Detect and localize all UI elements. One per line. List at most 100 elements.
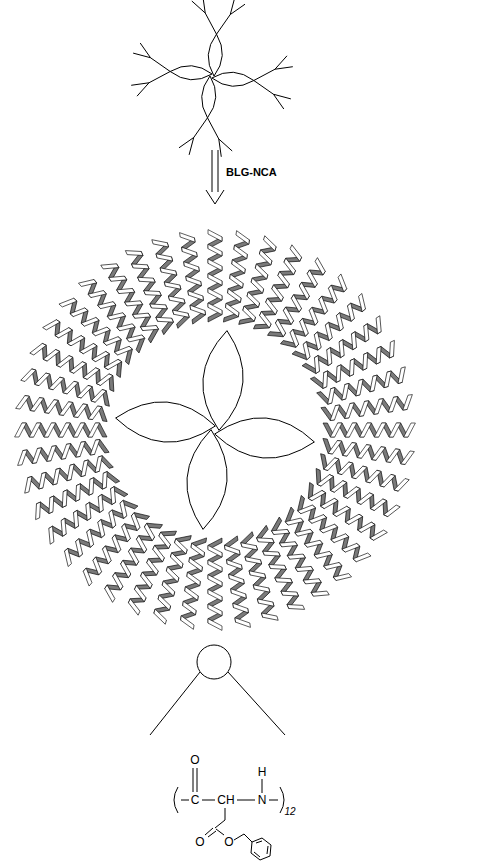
helix-front (35, 472, 50, 489)
helix-front (80, 340, 97, 358)
helix-front (81, 313, 99, 331)
helix-front (125, 295, 143, 312)
helix-front (74, 403, 88, 419)
helix-front (59, 401, 73, 417)
helix-front (104, 486, 121, 504)
helix-front (281, 258, 299, 274)
dendrimer-branch (254, 69, 275, 80)
helix-front (184, 587, 200, 601)
dendrimer-branch (219, 139, 222, 157)
helix-front (311, 258, 329, 275)
helix-front (114, 341, 132, 359)
helix-front (370, 316, 387, 334)
formula-atom: N (258, 794, 267, 806)
helix-front (324, 285, 342, 303)
helix-front (394, 367, 409, 384)
helix-front (29, 423, 41, 437)
helix-front (249, 278, 266, 293)
helix-front (333, 274, 351, 292)
dendrimer-branch (203, 0, 206, 13)
helix-front (311, 585, 329, 602)
helix-front (321, 347, 338, 365)
dendrimer-branch (207, 118, 218, 139)
helix-front (16, 450, 30, 466)
helix-front (83, 478, 99, 496)
helix-front (208, 545, 222, 557)
helix-front (295, 318, 313, 336)
helix-front (156, 532, 174, 548)
helix-front (144, 285, 162, 301)
alpha-helix (292, 293, 371, 364)
helix-front (352, 464, 367, 481)
helix-front (168, 553, 185, 568)
helix-front (304, 307, 322, 325)
dendrimer-branch (149, 71, 170, 82)
helix-front (208, 575, 222, 587)
helix-front (188, 289, 204, 303)
helix-front (343, 442, 357, 458)
helix-front (59, 444, 73, 460)
helix-front (357, 444, 371, 460)
helix-front (30, 340, 46, 358)
helix-front (131, 585, 149, 601)
helix-front (49, 468, 64, 485)
helix-front (70, 359, 86, 377)
helix-front (156, 595, 173, 610)
helix-front (63, 464, 78, 481)
helix-front (78, 568, 96, 586)
alpha-helix (30, 468, 120, 519)
helix-front (357, 490, 373, 508)
helix-front (109, 270, 127, 287)
helix-front (245, 553, 262, 568)
helix-front (21, 367, 36, 384)
helix-front (263, 545, 281, 561)
helix-front (91, 456, 106, 473)
dendrimer-branch (205, 13, 216, 34)
helix-front (380, 472, 395, 489)
helix-front (328, 405, 342, 421)
helix-front (345, 332, 362, 350)
helix-front (269, 285, 287, 301)
helix-front (370, 496, 386, 514)
helix-front (370, 346, 386, 364)
helix-front (144, 559, 162, 575)
dendrimer-branch (275, 67, 293, 70)
helix-front (275, 572, 293, 588)
helix-front (328, 439, 342, 455)
helix-front (70, 484, 86, 502)
formula-atom: CH (217, 794, 234, 806)
formula-atom: H (258, 766, 267, 778)
helix-front (298, 500, 316, 518)
helix-front (303, 270, 321, 287)
helix-front (15, 423, 27, 437)
helix-front (91, 387, 106, 404)
helix-front (386, 397, 400, 413)
dendrimer-branch (131, 83, 149, 86)
helix-front (271, 319, 289, 336)
alpha-helix (180, 231, 207, 324)
core-ground (111, 326, 319, 534)
helix-front (138, 271, 156, 287)
helix-front (44, 423, 56, 437)
helix-front (160, 264, 177, 279)
helix-front (132, 307, 150, 324)
helix-front (314, 296, 332, 314)
helix-front (88, 423, 100, 437)
helix-front (358, 518, 375, 536)
helix-front (59, 548, 77, 566)
helix-front (372, 446, 386, 462)
alpha-helix (317, 454, 410, 493)
helix-front (45, 446, 59, 462)
helix-front (338, 383, 353, 400)
helix-front (208, 259, 222, 271)
helix-front (92, 494, 109, 512)
helix-front (249, 567, 266, 582)
helix-front (152, 236, 169, 251)
helix-front (16, 395, 30, 411)
helix-front (261, 236, 278, 251)
helix-front (97, 472, 113, 490)
formula-atom: C (191, 794, 200, 806)
helix-front (314, 546, 332, 564)
helix-front (56, 353, 72, 371)
helix-front (73, 423, 85, 437)
